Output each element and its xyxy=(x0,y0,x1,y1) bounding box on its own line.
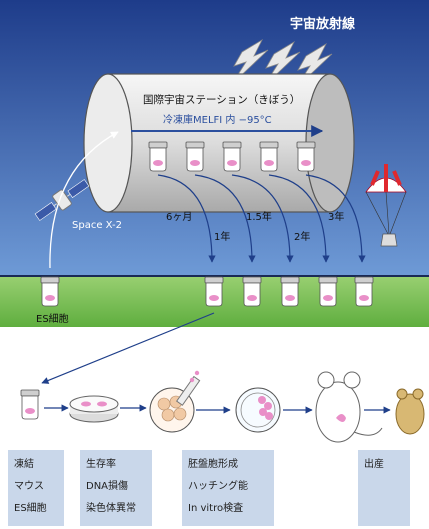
freezer-label: 冷凍庫MELFI 内 −95°C xyxy=(163,113,272,126)
result-box-frozen-es: 凍結 マウス ES細胞 xyxy=(8,450,64,526)
duration-label: 2年 xyxy=(294,230,310,243)
radiation-label: 宇宙放射線 xyxy=(290,16,356,32)
es-cell-label: ES細胞 xyxy=(36,312,69,325)
return-arrows xyxy=(157,174,366,263)
transport-label: Space X-2 xyxy=(72,220,122,231)
result-line: 凍結 xyxy=(14,459,34,470)
duration-label: 1年 xyxy=(214,230,230,243)
launch-arrow xyxy=(49,131,119,269)
injection-embryo-icon xyxy=(149,370,201,433)
result-box-damage: 生存率 DNA損傷 染色体異常 xyxy=(80,450,152,526)
es-cell-vial xyxy=(40,276,60,307)
result-line: 出産 xyxy=(364,459,384,470)
result-line: 生存率 xyxy=(86,459,116,470)
thawed-vial xyxy=(20,389,40,420)
iss-title: 国際宇宙ステーション（きぼう） xyxy=(143,93,300,106)
duration-label: 6ヶ月 xyxy=(166,211,192,223)
pup-mouse-icon xyxy=(395,388,425,435)
culture-dish-icon xyxy=(69,395,119,423)
satellite-icon xyxy=(34,179,90,221)
result-line: マウス xyxy=(14,481,44,492)
result-line: ES細胞 xyxy=(14,503,47,514)
duration-label: 3年 xyxy=(328,210,344,223)
result-line: 胚盤胞形成 xyxy=(188,459,238,470)
result-line: 染色体異常 xyxy=(86,503,136,514)
blastocyst-icon xyxy=(235,387,281,433)
iss-cylinder xyxy=(83,73,355,213)
result-line: DNA損傷 xyxy=(86,481,129,492)
analysis-arrow xyxy=(41,312,215,384)
parachute-icon xyxy=(365,164,407,247)
result-box-birth: 出産 xyxy=(358,450,410,526)
pregnant-mouse-icon xyxy=(315,371,383,443)
result-line: In vitro検査 xyxy=(188,503,244,514)
result-box-embryo: 胚盤胞形成 ハッチング能 In vitro検査 xyxy=(182,450,274,526)
result-line: ハッチング能 xyxy=(188,481,248,492)
duration-label: 1.5年 xyxy=(246,210,272,223)
